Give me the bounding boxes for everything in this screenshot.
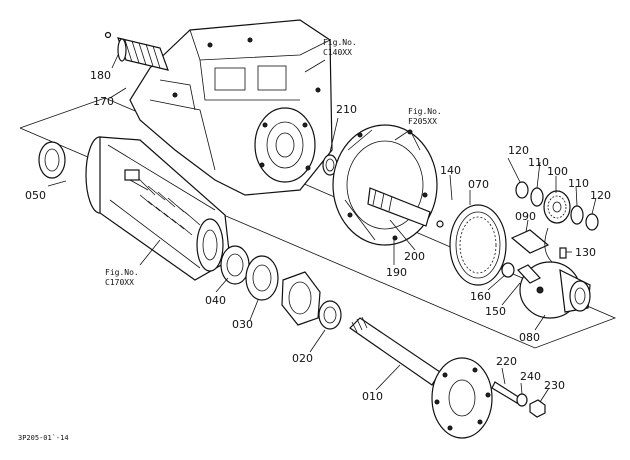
fig-ref-f205-line1: Fig.No. (408, 107, 442, 116)
nut-230 (529, 399, 546, 418)
pin-130 (544, 227, 567, 263)
callout-200: 200 (404, 250, 425, 263)
bearing-110a (530, 187, 544, 207)
callout-020: 020 (292, 352, 313, 365)
transmission-case (129, 19, 333, 196)
pin-090 (510, 229, 550, 254)
fig-ref-c140-line2: C140XX (323, 48, 352, 57)
callout-180: 180 (90, 69, 111, 82)
washer-160 (501, 262, 515, 278)
callout-240: 240 (520, 370, 541, 383)
callout-120-left: 120 (508, 144, 529, 157)
shaft-180 (104, 31, 169, 71)
callout-030: 030 (232, 318, 253, 331)
callout-080: 080 (519, 331, 540, 344)
sun-gear-shaft (367, 187, 444, 228)
callout-010: 010 (362, 390, 383, 403)
axle-shaft-010 (349, 316, 493, 439)
bolt-220 (491, 381, 521, 404)
fig-ref-c140-line1: Fig.No. (323, 38, 357, 47)
planet-gear-100 (543, 190, 571, 224)
bearing-040 (220, 245, 250, 285)
callout-220: 220 (496, 355, 517, 368)
callout-090: 090 (515, 210, 536, 223)
fig-ref-c170-line1: Fig.No. (105, 268, 139, 277)
assembly-boundary (19, 97, 617, 349)
callout-130: 130 (575, 246, 596, 259)
thrust-washer-120b (585, 213, 599, 231)
callout-140: 140 (440, 164, 461, 177)
ring-gear-070 (449, 204, 507, 286)
axle-housing (85, 136, 231, 281)
fig-ref-f205-line2: F205XX (408, 117, 437, 126)
callout-070: 070 (468, 178, 489, 191)
callout-230: 230 (544, 379, 565, 392)
leader-lines (47, 54, 597, 403)
callout-150: 150 (485, 305, 506, 318)
callout-040: 040 (205, 294, 226, 307)
seal-020 (318, 300, 342, 330)
thrust-washer-120a (515, 181, 529, 199)
callout-210: 210 (336, 103, 357, 116)
callout-110-left: 110 (528, 156, 549, 169)
bearing-110b (570, 205, 584, 225)
callout-190: 190 (386, 266, 407, 279)
callout-100: 100 (547, 165, 568, 178)
callout-050: 050 (25, 189, 46, 202)
callout-170: 170 (93, 95, 114, 108)
brake-housing (332, 124, 438, 246)
callout-120-right: 120 (590, 189, 611, 202)
bearing-retainer (281, 271, 321, 326)
washer-240 (516, 393, 528, 407)
bearing-030 (245, 255, 279, 301)
fig-ref-c170-line2: C170XX (105, 278, 134, 287)
bolt-150 (517, 264, 541, 284)
seal-050 (38, 141, 66, 179)
callout-160: 160 (470, 290, 491, 303)
callout-110-right: 110 (568, 177, 589, 190)
diagram-code: 3P205-01`-14 (18, 434, 69, 442)
